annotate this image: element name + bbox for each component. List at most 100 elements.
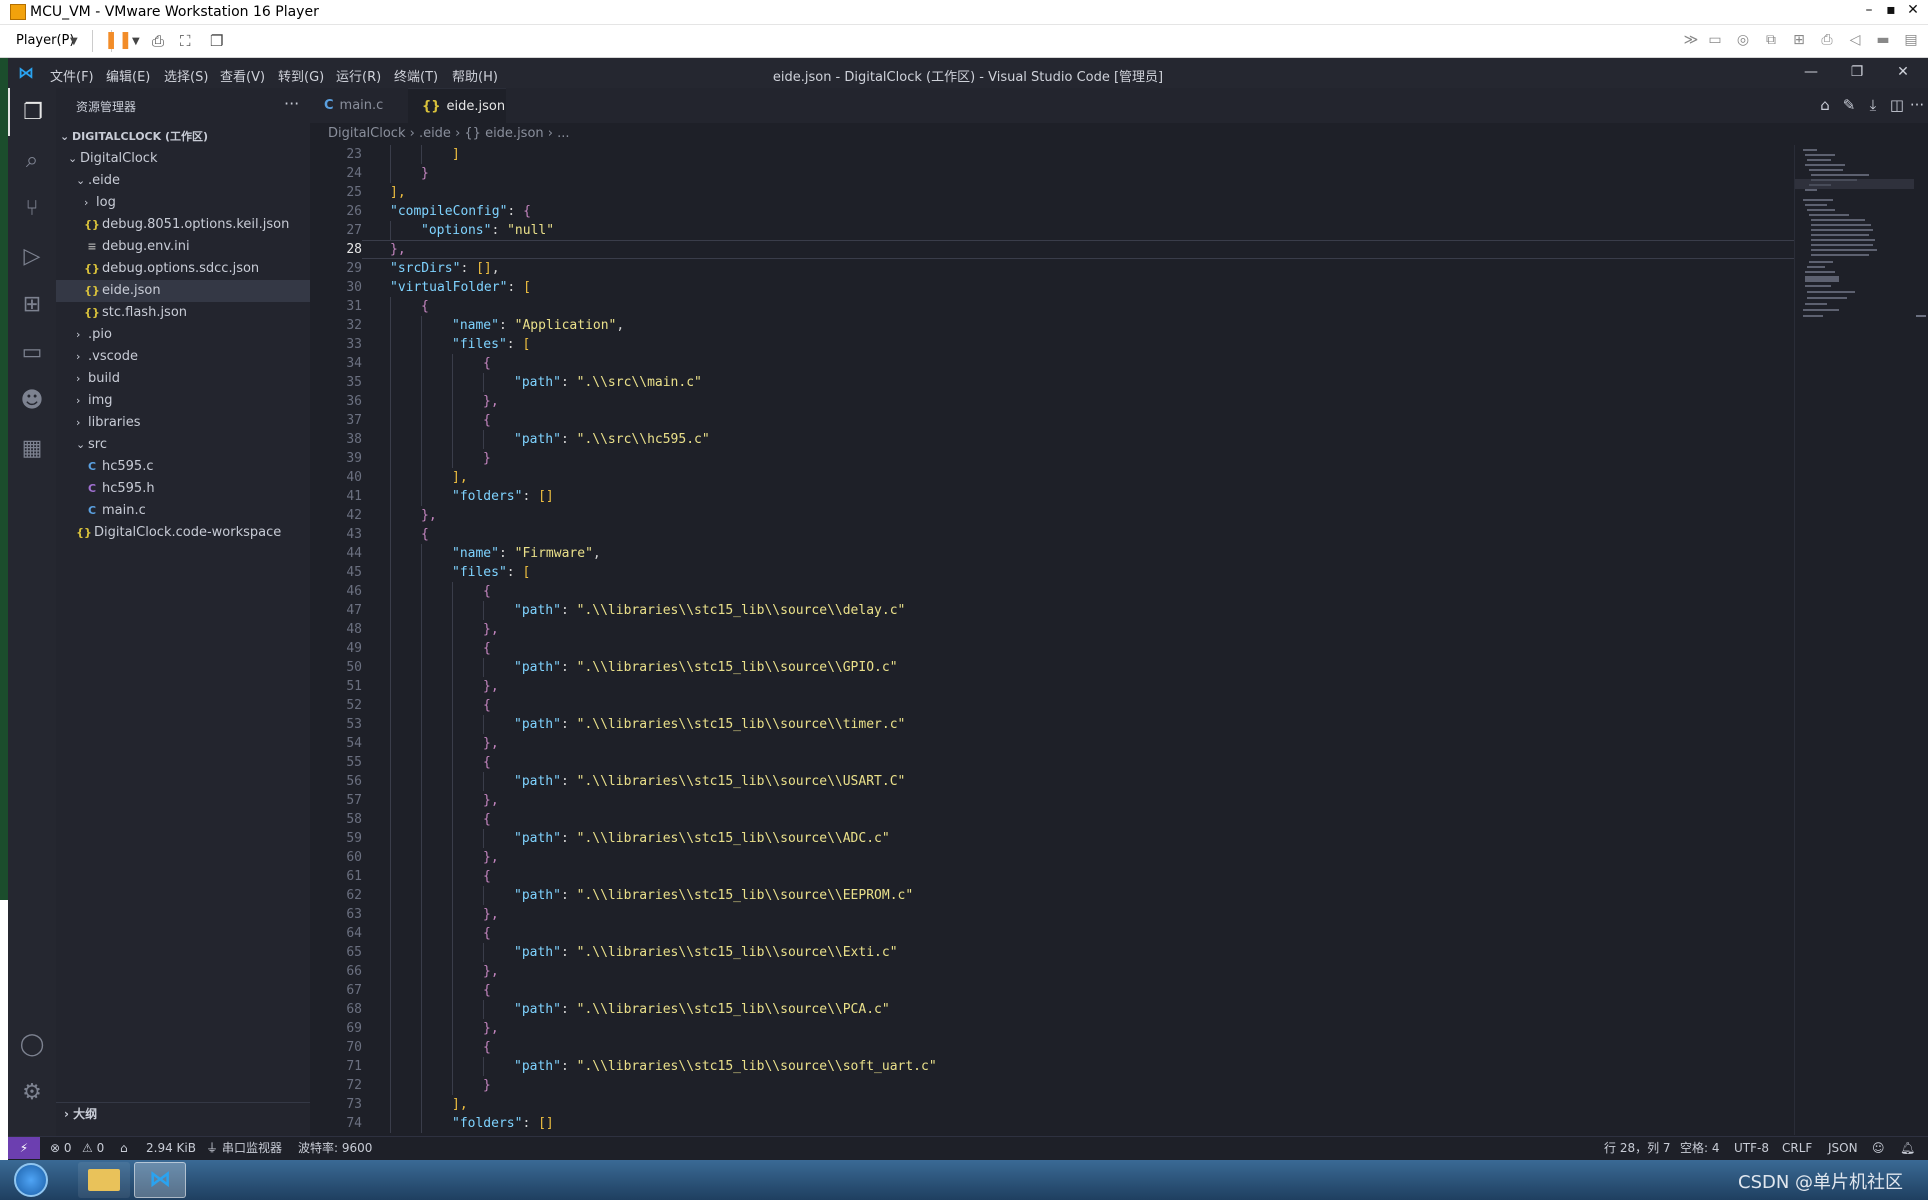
status-errors[interactable]: ⊗ 0 [50,1141,72,1155]
status-cursor-position[interactable]: 行 28，列 7 [1604,1141,1671,1155]
tree-folder[interactable]: ›.pio [56,324,310,346]
menu-run[interactable]: 运行(R) [336,70,382,85]
restore-button[interactable]: ❐ [1850,64,1864,80]
split-editor-icon[interactable]: ◫ [1889,96,1905,114]
accounts-icon[interactable]: ◯ [19,1031,45,1057]
status-warnings[interactable]: ⚠ 0 [82,1141,105,1155]
tree-folder[interactable]: ›log [56,192,310,214]
network-icon[interactable]: ⧉ [1766,32,1776,48]
taskbar-vscode[interactable]: ⋈ [134,1162,186,1198]
clean-icon[interactable]: ✎ [1842,96,1856,114]
extensions-icon[interactable]: ⊞ [22,291,42,317]
search-icon[interactable]: ⌕ [25,147,39,173]
chevron-right-icon: › [76,394,81,407]
menu-edit[interactable]: 编辑(E) [106,70,151,85]
code-line: "name": "Firmware", [452,544,601,563]
tree-file[interactable]: {}eide.json [56,280,310,302]
tree-file[interactable]: {}debug.8051.options.keil.json [56,214,310,236]
home-icon[interactable]: ⌂ [120,1141,128,1155]
embedded-ide-icon[interactable]: ▦ [21,435,43,461]
status-encoding[interactable]: UTF-8 [1734,1141,1769,1155]
explorer-icon[interactable]: ❐ [8,88,56,136]
menu-help[interactable]: 帮助(H) [452,70,498,85]
plug-icon[interactable]: ⏚ [206,1141,219,1155]
player-dropdown-icon[interactable]: ▼ [70,36,78,47]
guest-desktop-edge [0,58,8,900]
editor-more-icon[interactable]: ··· [1909,96,1925,114]
tree-folder[interactable]: ›libraries [56,412,310,434]
tree-folder[interactable]: ⌄DigitalClock [56,148,310,170]
tree-folder[interactable]: ›.vscode [56,346,310,368]
menu-file[interactable]: 文件(F) [50,70,94,85]
message-icon[interactable]: ▤ [1904,32,1918,48]
status-baud-rate[interactable]: 波特率: 9600 [298,1141,373,1155]
feedback-icon[interactable]: ☺ [1872,1141,1885,1155]
indent-guide [390,715,391,734]
menu-go[interactable]: 转到(G) [278,70,325,85]
tree-folder[interactable]: ⌄.eide [56,170,310,192]
send-ctrl-alt-del-icon[interactable]: ⎙ [152,32,165,50]
display-icon[interactable]: ▬ [1876,32,1890,48]
usb-icon[interactable]: ⊞ [1793,32,1805,48]
vm-close-button[interactable]: ✕ [1907,2,1919,18]
tree-file[interactable]: {}stc.flash.json [56,302,310,324]
taskbar-explorer[interactable] [78,1162,130,1198]
source-control-icon[interactable]: ⑂ [25,195,39,221]
pause-dropdown-icon[interactable]: ▼ [132,36,140,47]
json-file-icon: {} [422,99,441,114]
close-button[interactable]: ✕ [1897,64,1909,80]
indent-guide [421,1057,422,1076]
hdd-icon[interactable]: ▭ [1708,32,1722,48]
download-icon[interactable]: ⤓ [1869,96,1877,114]
tree-folder[interactable]: ›img [56,390,310,412]
code-editor[interactable]: 23]24}25],26"compileConfig": {27"options… [310,145,1794,1135]
unity-icon[interactable]: ❐ [210,32,224,50]
platformio-icon[interactable]: ☻ [20,387,44,413]
code-line: "path": ".\\libraries\\stc15_lib\\source… [514,601,905,620]
status-serial-monitor[interactable]: 串口监视器 [222,1141,283,1155]
status-eol[interactable]: CRLF [1782,1141,1813,1155]
code-line: "files": [ [452,563,530,582]
more-devices-icon[interactable]: ≫ [1683,32,1699,48]
start-button[interactable] [14,1163,48,1197]
tree-file[interactable]: ≡debug.env.ini [56,236,310,258]
breadcrumb[interactable]: DigitalClock › .eide › {} eide.json › ..… [310,123,1928,145]
code-line: "path": ".\\libraries\\stc15_lib\\source… [514,1000,890,1019]
remote-indicator-icon[interactable]: ⚡ [8,1137,40,1159]
eide-build-icon[interactable]: ⌂ [1820,96,1830,114]
vm-maximize-button[interactable]: ▪ [1886,2,1896,18]
code-line: { [483,981,491,1000]
remote-explorer-icon[interactable]: ▭ [21,339,43,365]
menu-view[interactable]: 查看(V) [220,70,266,85]
cd-icon[interactable]: ◎ [1736,32,1750,48]
tab-eide-json[interactable]: {}eide.json ✕ [408,88,506,149]
sound-icon[interactable]: ◁ [1849,32,1861,48]
pause-icon[interactable]: ❚❚ [104,30,133,50]
status-language[interactable]: JSON [1828,1141,1858,1155]
run-debug-icon[interactable]: ▷ [23,243,41,269]
player-menu[interactable]: Player(P) [16,33,75,48]
notifications-icon[interactable]: 🔔︎ [1900,1141,1916,1155]
menu-selection[interactable]: 选择(S) [164,70,209,85]
menu-terminal[interactable]: 终端(T) [394,70,439,85]
more-actions-icon[interactable]: ··· [284,94,300,113]
printer-icon[interactable]: ⎙ [1821,32,1833,48]
status-indentation[interactable]: 空格: 4 [1680,1141,1720,1155]
fullscreen-icon[interactable]: ⛶ [180,32,191,50]
tree-file[interactable]: {}DigitalClock.code-workspace [56,522,310,544]
minimize-button[interactable]: — [1804,64,1818,80]
indent-guide [452,867,453,886]
outline-section[interactable]: › 大纲 [56,1102,310,1124]
tree-file[interactable]: {}debug.options.sdcc.json [56,258,310,280]
tree-folder[interactable]: ⌄src [56,434,310,456]
settings-gear-icon[interactable]: ⚙ [22,1079,42,1105]
editor-scrollbar[interactable] [1914,145,1928,1135]
tree-folder[interactable]: ›build [56,368,310,390]
vm-minimize-button[interactable]: – [1865,2,1873,18]
minimap[interactable] [1794,145,1915,1135]
workspace-root[interactable]: ⌄DIGITALCLOCK (工作区) [56,126,310,148]
